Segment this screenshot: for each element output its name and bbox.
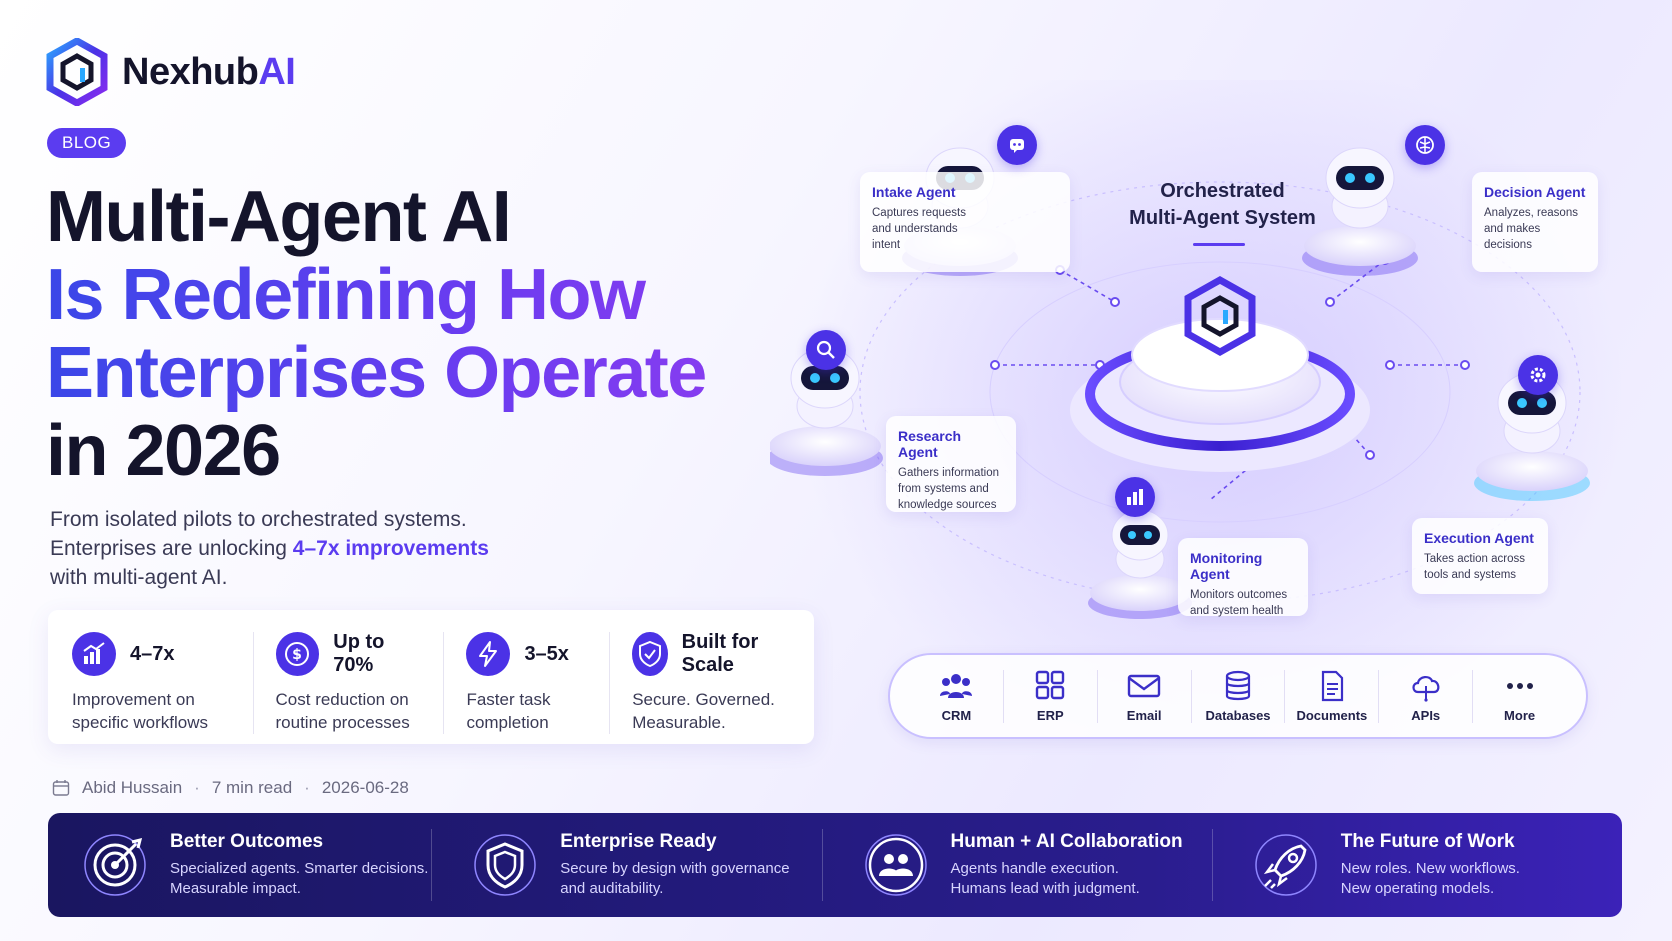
benefit-future: The Future of Work New roles. New workfl… [1211,829,1602,901]
cloud-icon [1412,675,1440,702]
brand-name: NexhubAI [122,50,296,93]
page-title: Multi-Agent AI Is Redefining How Enterpr… [46,178,746,490]
nexhub-logo-icon [46,38,108,106]
shield-icon [474,834,536,896]
robot-research [770,347,883,476]
intro-text: From isolated pilots to orchestrated sys… [50,508,489,589]
benefit-collaboration: Human + AI Collaboration Agents handle e… [821,829,1212,901]
svg-text:$: $ [293,647,303,663]
robot-decision [1302,147,1418,276]
title-line-1: Multi-Agent AI [46,177,512,257]
author-name[interactable]: Abid Hussain [82,778,183,797]
blog-tag[interactable]: BLOG [47,128,127,158]
database-icon [1225,670,1251,700]
integrations-bar: CRM ERP Email Databases Documents APIs M… [888,653,1588,739]
system-title-rule [1193,243,1245,246]
integration-email[interactable]: Email [1096,669,1191,723]
brain-icon [1405,125,1445,165]
title-line-4: in 2026 [46,411,281,491]
article-meta: Abid Hussain · 7 min read · 2026-06-28 [52,778,409,798]
integration-crm[interactable]: CRM [910,670,1003,723]
inner-orbit [989,261,1451,523]
target-icon [84,834,146,896]
gear-icon [1518,355,1558,395]
users-icon [940,673,973,698]
robot-monitoring [1088,509,1192,619]
document-icon [1321,670,1343,701]
people-icon [864,834,927,896]
title-line-2: Is Redefining How [46,256,746,334]
dollar-icon: $ [275,632,320,676]
grid-icon [1036,670,1065,699]
integration-documents[interactable]: Documents [1284,669,1378,723]
integration-erp[interactable]: ERP [1002,669,1097,723]
benefit-outcomes: Better Outcomes Specialized agents. Smar… [68,829,431,901]
intro-highlight: 4–7x improvements [292,537,489,560]
stat-scale: Built for Scale Secure. Governed.Measura… [609,631,804,734]
mail-icon [1127,674,1161,697]
lightning-icon [466,632,511,676]
rocket-icon [1255,834,1317,896]
brand-logo[interactable]: NexhubAI [46,38,296,106]
publish-date: 2026-06-28 [321,778,409,797]
chat-bot-icon [997,125,1037,165]
shield-check-icon [632,632,668,676]
benefits-band: Better Outcomes Specialized agents. Smar… [48,813,1622,917]
integration-databases[interactable]: Databases [1190,669,1285,723]
title-line-3: Enterprises Operate [46,334,746,412]
calendar-icon [52,780,70,796]
integration-more[interactable]: More [1472,669,1566,723]
outer-orbit [859,181,1581,603]
chart-icon [72,632,116,676]
search-icon [806,330,846,370]
bar-chart-icon [1115,477,1155,517]
benefit-enterprise: Enterprise Ready Secure by design with g… [431,829,821,901]
central-hub [1070,275,1370,472]
read-time: 7 min read [211,778,293,797]
integration-apis[interactable]: APIs [1378,669,1472,723]
more-icon [1506,682,1533,689]
